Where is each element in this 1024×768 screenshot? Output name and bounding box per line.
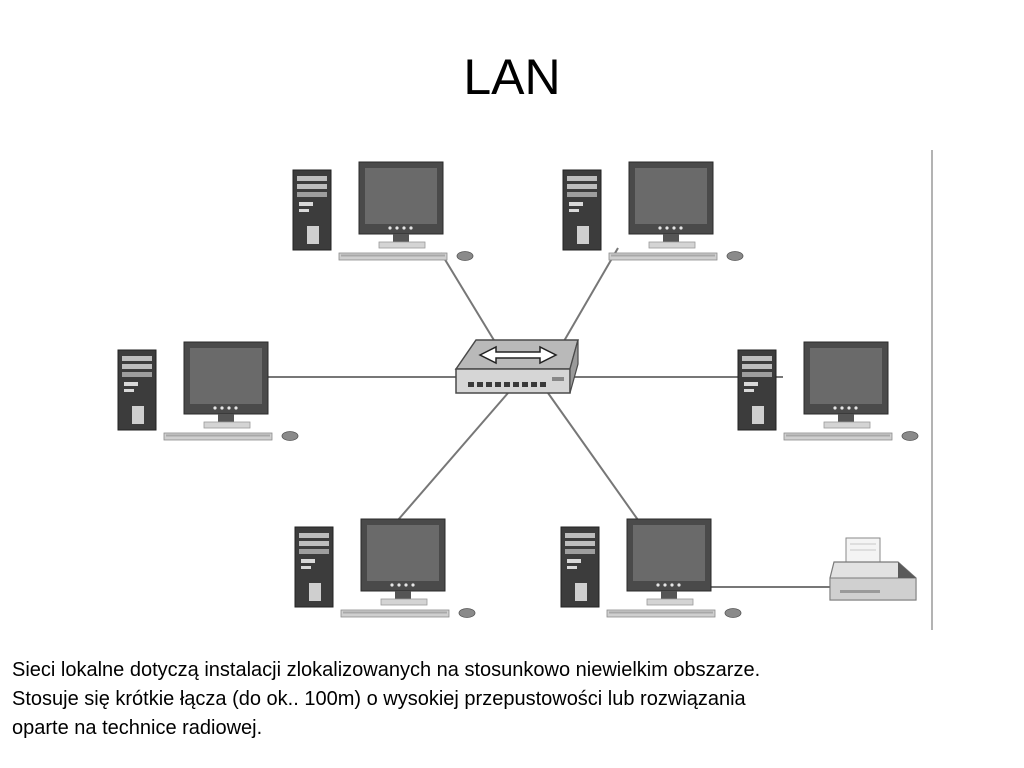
body-line: Sieci lokalne dotyczą instalacji zlokali… (12, 659, 761, 681)
printer-icon (829, 537, 917, 601)
workstation-icon-top-right (562, 161, 744, 261)
workstation-icon-bottom-right (560, 518, 742, 618)
slide-title: LAN (463, 49, 561, 105)
workstation-icon-bottom-left (294, 518, 476, 618)
body-line: Stosuje się krótkie łącza (do ok.. 100m)… (12, 688, 746, 710)
slide-body-text: Sieci lokalne dotyczą instalacji zlokali… (12, 656, 1012, 743)
workstation-icon-top-left (292, 161, 474, 261)
body-line: oparte na technice radiowej. (12, 717, 263, 739)
workstation-icon-middle-right (737, 341, 919, 441)
network-switch-icon (454, 339, 579, 394)
workstation-icon-middle-left (117, 341, 299, 441)
lan-star-topology-diagram (108, 150, 934, 630)
